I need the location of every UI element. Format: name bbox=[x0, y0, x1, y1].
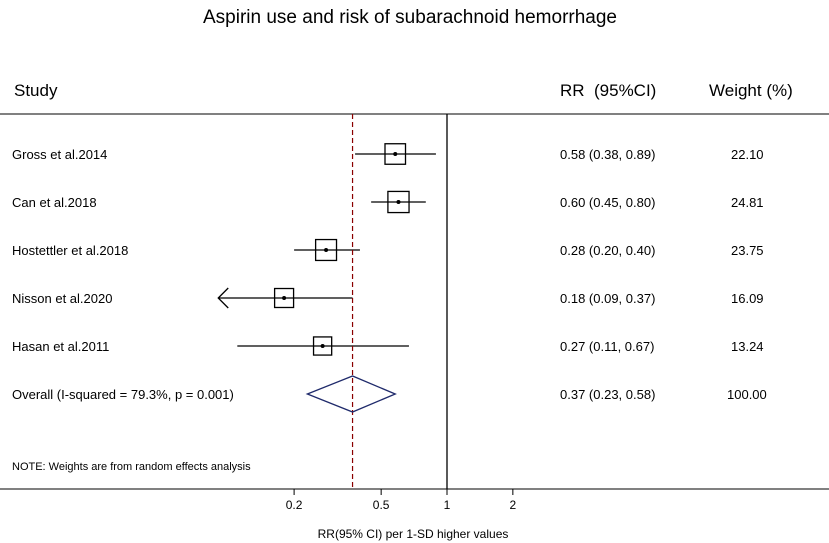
study-label: Hasan et al.2011 bbox=[12, 339, 109, 354]
study-rr-ci: 0.27 (0.11, 0.67) bbox=[560, 339, 654, 354]
weight-box bbox=[387, 190, 410, 214]
point-estimate bbox=[282, 296, 287, 300]
study-rows: Gross et al.2014 0.58 (0.38, 0.89) 22.10Ca… bbox=[12, 147, 767, 402]
study-label: Can et al.2018 bbox=[12, 195, 97, 210]
study-rr-ci: 0.58 (0.38, 0.89) bbox=[560, 147, 655, 162]
point-estimate bbox=[320, 344, 325, 348]
header-study: Study bbox=[14, 81, 58, 100]
x-tick-label: 1 bbox=[444, 498, 451, 512]
overall-diamond bbox=[305, 375, 397, 413]
chart-title: Aspirin use and risk of subarachnoid hem… bbox=[203, 7, 617, 28]
point-estimate bbox=[324, 248, 329, 252]
x-tick-label: 0.2 bbox=[286, 498, 303, 512]
plot-marks bbox=[217, 114, 448, 489]
study-weight: 22.10 bbox=[731, 147, 764, 162]
study-rr-ci: 0.18 (0.09, 0.37) bbox=[560, 291, 655, 306]
overall-weight: 100.00 bbox=[727, 387, 767, 402]
note-text: NOTE: Weights are from random effects an… bbox=[12, 461, 251, 473]
x-tick-label: 2 bbox=[510, 498, 517, 512]
weight-box bbox=[314, 238, 338, 262]
header-weight: Weight (%) bbox=[709, 81, 793, 100]
study-rr-ci: 0.28 (0.20, 0.40) bbox=[560, 243, 655, 258]
overall-rr-ci: 0.37 (0.23, 0.58) bbox=[560, 387, 655, 402]
x-axis: 0.2 0.5 1 2 bbox=[286, 489, 517, 512]
point-estimate bbox=[396, 200, 401, 204]
study-weight: 23.75 bbox=[731, 243, 764, 258]
header-rr-ci: RR (95%CI) bbox=[560, 81, 656, 100]
study-label: Gross et al.2014 bbox=[12, 147, 107, 162]
study-label: Hostettler et al.2018 bbox=[12, 243, 128, 258]
study-weight: 16.09 bbox=[731, 291, 764, 306]
weight-box bbox=[273, 287, 295, 309]
weight-box bbox=[384, 143, 407, 165]
weight-box bbox=[312, 336, 333, 356]
study-label: Nisson et al.2020 bbox=[12, 291, 112, 306]
x-axis-label: RR(95% CI) per 1-SD higher values bbox=[318, 527, 509, 541]
x-tick-label: 0.5 bbox=[373, 498, 390, 512]
overall-label: Overall (I-squared = 79.3%, p = 0.001) bbox=[12, 387, 234, 402]
point-estimate bbox=[393, 152, 398, 156]
study-weight: 24.81 bbox=[731, 195, 764, 210]
study-weight: 13.24 bbox=[731, 339, 764, 354]
study-rr-ci: 0.60 (0.45, 0.80) bbox=[560, 195, 655, 210]
ci-arrow bbox=[217, 287, 229, 309]
